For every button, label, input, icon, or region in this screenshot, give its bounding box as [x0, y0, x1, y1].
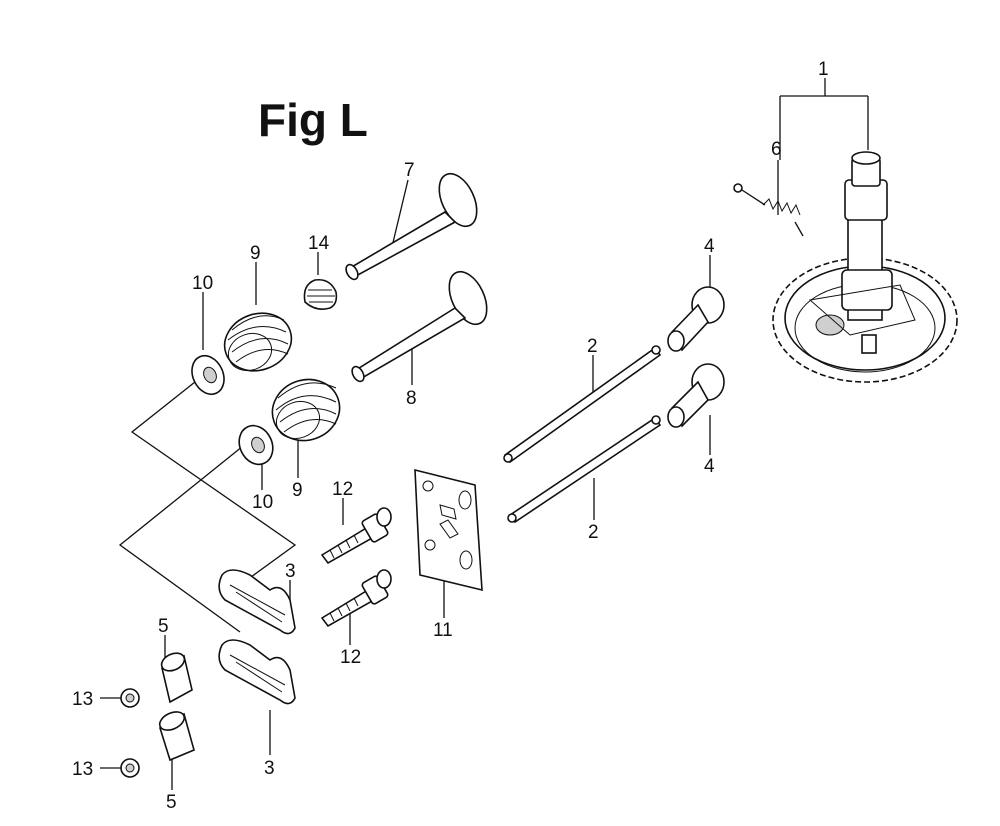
valve-lifter-bottom — [667, 363, 725, 428]
push-rod-guide-plate — [414, 468, 483, 592]
valve-exhaust — [351, 270, 488, 383]
rocker-bolt-bottom — [320, 569, 392, 628]
valve-spring-top — [223, 312, 293, 372]
push-rod-bottom — [507, 415, 662, 524]
callout-5-lower: 5 — [166, 792, 177, 813]
valve-spring-bottom — [271, 378, 341, 442]
rocker-arm-bottom — [218, 639, 296, 705]
rocker-bolt-top — [320, 507, 392, 565]
rocker-pivot-bottom — [158, 711, 195, 762]
callout-13-lower: 13 — [72, 759, 93, 780]
callout-7: 7 — [404, 160, 415, 181]
spring-retainer-bottom — [238, 424, 274, 466]
callout-8: 8 — [406, 388, 417, 409]
valve-stem-seal — [303, 278, 338, 310]
callout-12-lower: 12 — [340, 647, 361, 668]
callout-14: 14 — [308, 233, 330, 254]
callout-11: 11 — [433, 620, 453, 641]
spring-retainer-top — [191, 354, 225, 396]
callout-13: 13 — [72, 689, 93, 710]
callout-6: 6 — [771, 139, 782, 160]
callout-labels: 1 6 7 14 9 10 4 2 8 4 10 9 12 2 3 11 12 … — [72, 59, 829, 813]
callout-4-lower: 4 — [704, 456, 715, 477]
valve-intake — [345, 172, 478, 281]
callout-9-lower: 9 — [292, 480, 303, 501]
push-rod-top — [503, 345, 662, 464]
callout-4: 4 — [704, 236, 715, 257]
callout-5: 5 — [158, 616, 169, 637]
figure-title: Fig L — [258, 94, 368, 146]
pivot-nut-top — [120, 688, 140, 708]
callout-3-lower: 3 — [264, 758, 275, 779]
camshaft-gear — [772, 151, 958, 383]
callout-10-lower: 10 — [252, 492, 273, 513]
callout-10: 10 — [192, 273, 213, 294]
pivot-nut-bottom — [120, 758, 140, 778]
rocker-arm-top — [218, 569, 296, 635]
valve-lifter-top — [667, 286, 725, 352]
callout-2-lower: 2 — [588, 522, 599, 543]
callout-12: 12 — [332, 479, 353, 500]
callout-3: 3 — [285, 561, 296, 582]
callout-2: 2 — [587, 336, 598, 357]
leader-lines — [100, 78, 869, 790]
callout-1: 1 — [818, 59, 829, 80]
callout-9: 9 — [250, 243, 261, 264]
rocker-pivot-top — [160, 652, 193, 704]
governor-spring — [733, 183, 804, 237]
